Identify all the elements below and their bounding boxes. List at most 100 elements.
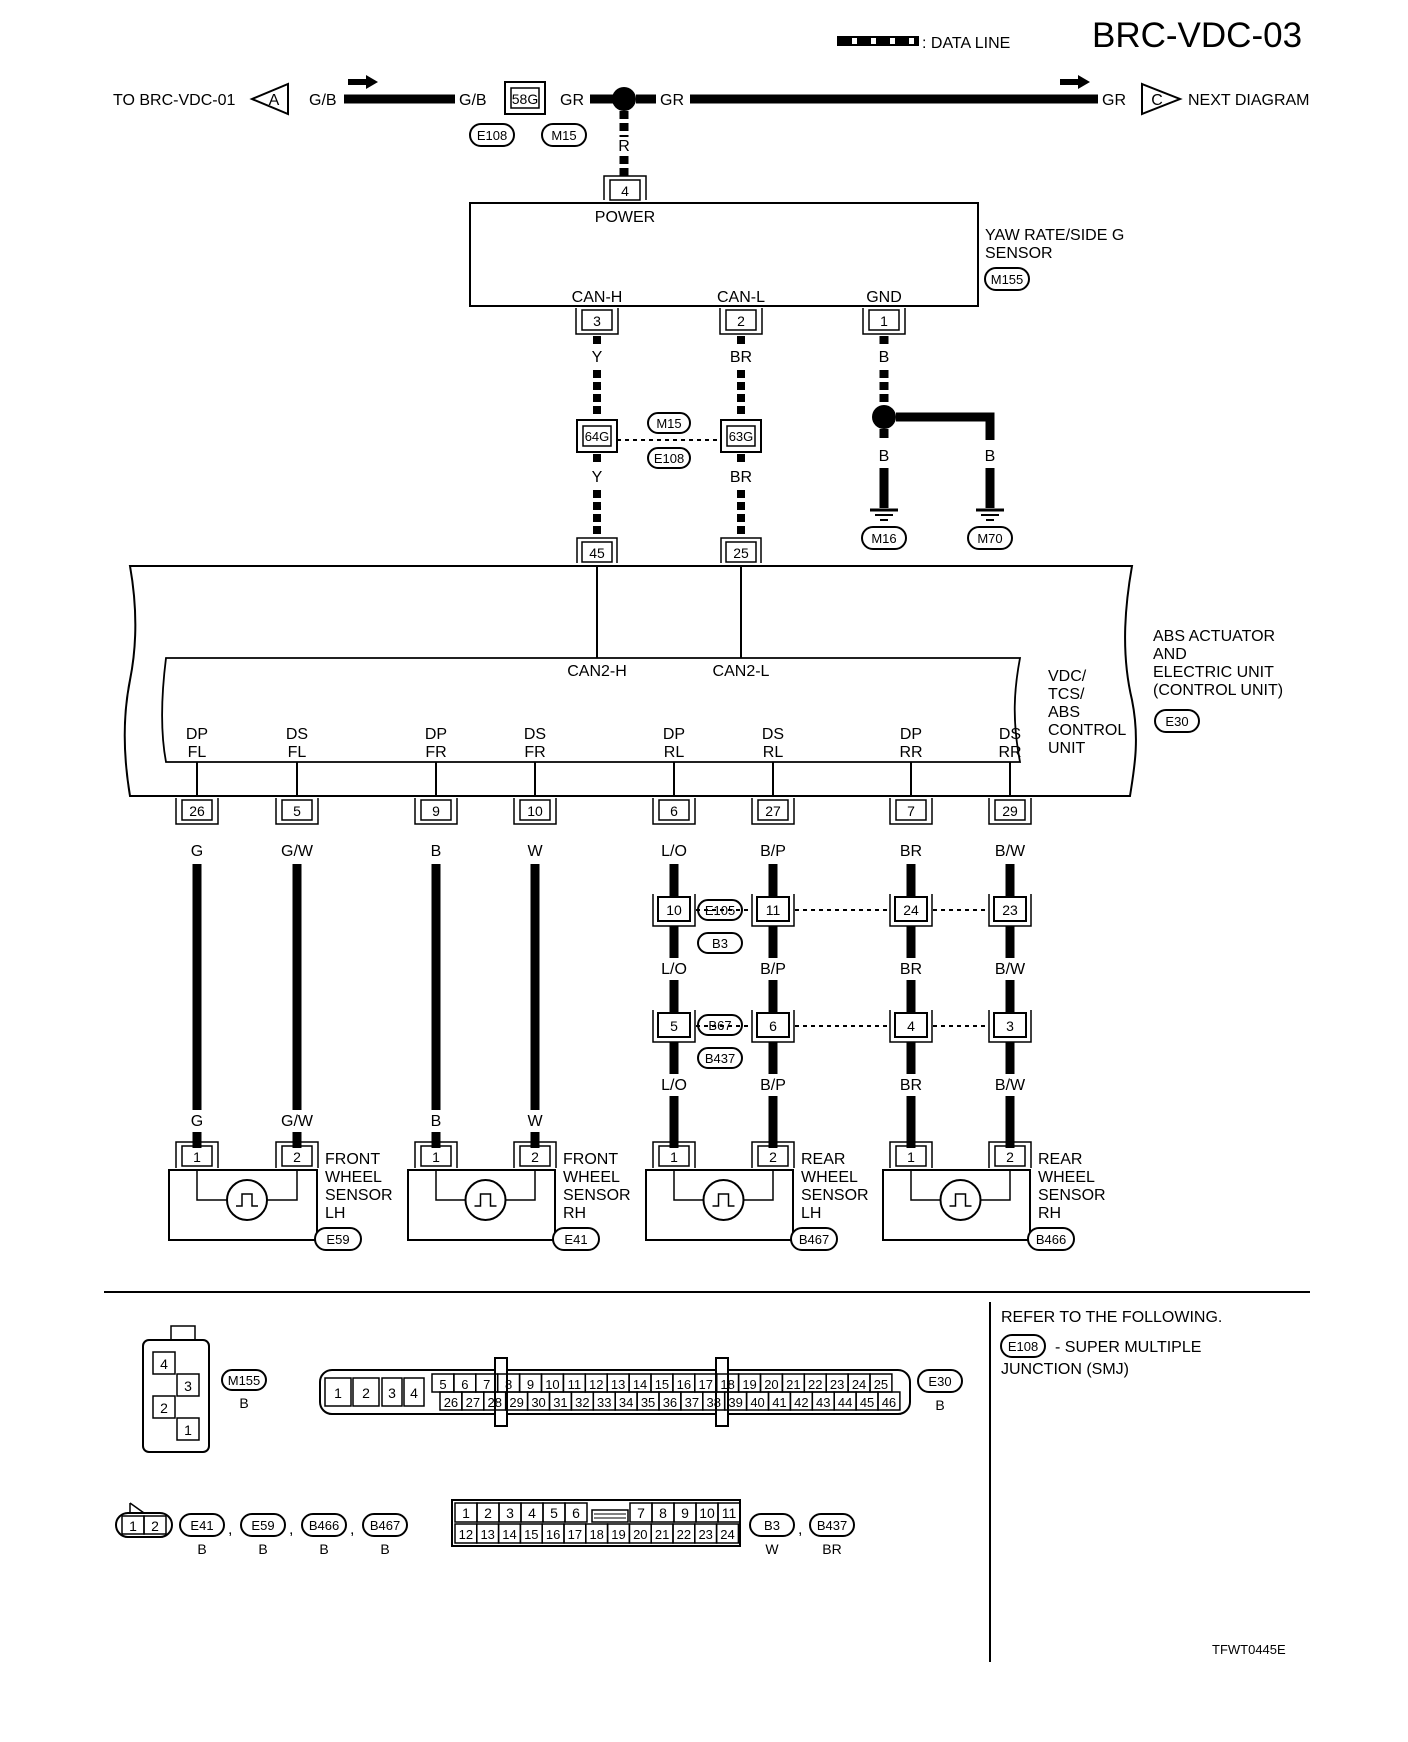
rear-joint-1-pin-3: 3 — [1006, 1018, 1014, 1034]
e30-face-tag: E30 — [928, 1374, 951, 1389]
can-l-label: CAN-L — [717, 289, 765, 306]
figure-code: TFWT0445E — [1212, 1642, 1286, 1657]
sensor-3-name-4: RH — [1038, 1205, 1061, 1222]
m155-pin-4: 4 — [160, 1356, 168, 1372]
e30-pin-9: 9 — [527, 1377, 534, 1392]
e30-pin-3: 3 — [388, 1385, 396, 1401]
wire-color-b-m16: B — [879, 448, 890, 465]
rear-color-low-0: L/O — [661, 1077, 687, 1094]
connector-58g-label: 58G — [512, 91, 538, 107]
e30-pin-4: 4 — [410, 1385, 418, 1401]
to-label: TO BRC-VDC-01 — [113, 92, 235, 109]
rear-joint-connectors: E105 B3 B67 B437 L/OL/OB/PB/PBRBRB/WB/W1… — [652, 864, 1032, 1148]
e30-pin-18: 18 — [720, 1377, 734, 1392]
sensor-3-pin-1: 1 — [907, 1149, 915, 1165]
refer-text-1: - SUPER MULTIPLE — [1055, 1339, 1201, 1356]
ground-symbol-right — [976, 508, 1004, 521]
abs-name-1: ABS ACTUATOR — [1153, 628, 1275, 645]
rear-joint-0-pin-0: 10 — [666, 902, 682, 918]
vdc-label-1: VDC/ — [1048, 668, 1087, 685]
pulse-sensor-icon — [939, 1179, 982, 1221]
connector-c-label: C — [1151, 92, 1163, 109]
abs-pin-9: 9 — [432, 803, 440, 819]
b3-pin-bottom-21: 21 — [655, 1527, 669, 1542]
signal-6-label-1: DP — [900, 726, 922, 743]
data-line-legend: : DATA LINE — [837, 35, 1010, 52]
abs-name-4: (CONTROL UNIT) — [1153, 682, 1283, 699]
e30-pin-24: 24 — [852, 1377, 866, 1392]
tag-m70-label: M70 — [977, 531, 1002, 546]
two-pin-color-3: B — [380, 1541, 389, 1557]
tag-e108-joint — [647, 447, 691, 469]
two-pin-tag-E41: E41 — [190, 1518, 213, 1533]
b3-pin-top-6: 7 — [637, 1505, 645, 1521]
abs-pin-5: 5 — [293, 803, 301, 819]
b3-pin-top-5: 6 — [572, 1505, 580, 1521]
sensor-3-name-3: SENSOR — [1038, 1187, 1106, 1204]
abs-name-3: ELECTRIC UNIT — [1153, 664, 1274, 681]
b3-pin-bottom-24: 24 — [720, 1527, 734, 1542]
m155-pin-3: 3 — [184, 1378, 192, 1394]
vdc-label-5: UNIT — [1048, 740, 1086, 757]
wire-color-y-2: Y — [592, 469, 603, 486]
e30-pin-2: 2 — [362, 1385, 370, 1401]
b3-pin-bottom-15: 15 — [524, 1527, 538, 1542]
two-pin-color-1: B — [258, 1541, 267, 1557]
wire-color-gr-3: GR — [1102, 92, 1126, 109]
rear-joint-0-pin-3: 23 — [1002, 902, 1018, 918]
b3-pin-bottom-20: 20 — [633, 1527, 647, 1542]
e30-face-color: B — [935, 1397, 944, 1413]
pin-can-l: 2 — [737, 313, 745, 329]
e30-pin-28: 28 — [488, 1395, 502, 1410]
e30-pin-1: 1 — [334, 1385, 342, 1401]
signal-4-label-1: DP — [663, 726, 685, 743]
rear-joint-1-pin-0: 5 — [670, 1018, 678, 1034]
wire-color-y: Y — [592, 349, 603, 366]
b3-pin-top-9: 10 — [699, 1505, 715, 1521]
b3-tag-B3: B3 — [764, 1518, 780, 1533]
sensor-0-tag: E59 — [326, 1232, 349, 1247]
refer-text-2: JUNCTION (SMJ) — [1001, 1361, 1129, 1378]
sensor-2-tag: B467 — [799, 1232, 829, 1247]
signal-2-label-2: FR — [425, 744, 446, 761]
can2-h-label: CAN2-H — [567, 663, 627, 680]
pulse-sensor-icon — [464, 1179, 507, 1221]
sensor-1-pin-1: 1 — [432, 1149, 440, 1165]
splice-ground — [872, 405, 896, 429]
tag-m15-label: M15 — [551, 128, 576, 143]
e30-pin-42: 42 — [794, 1395, 808, 1410]
signal-3-label-2: FR — [524, 744, 545, 761]
sensor-2-name-3: SENSOR — [801, 1187, 869, 1204]
b3-pin-bottom-13: 13 — [480, 1527, 494, 1542]
sensor-3-tag: B466 — [1036, 1232, 1066, 1247]
sensor-0-pin-2: 2 — [293, 1149, 301, 1165]
abs-pin-29: 29 — [1002, 803, 1018, 819]
e30-pin-40: 40 — [750, 1395, 764, 1410]
wire-color-br: BR — [730, 349, 752, 366]
sensor-1-name-4: RH — [563, 1205, 586, 1222]
e30-pin-31: 31 — [553, 1395, 567, 1410]
m155-pin-2: 2 — [160, 1400, 168, 1416]
b3-pin-top-8: 9 — [681, 1505, 689, 1521]
two-pin-tag-B467: B467 — [370, 1518, 400, 1533]
tag-b3-label: B3 — [712, 936, 728, 951]
pin-45: 45 — [589, 545, 605, 561]
sensor-0-name-1: FRONT — [325, 1151, 380, 1168]
b3-pin-top-2: 3 — [506, 1505, 514, 1521]
yaw-sensor-name-1: YAW RATE/SIDE G — [985, 227, 1124, 244]
sensor-2-name-4: LH — [801, 1205, 821, 1222]
pulse-sensor-icon — [226, 1179, 268, 1221]
signal-3-label-1: DS — [524, 726, 546, 743]
b3-color-1: BR — [822, 1541, 841, 1557]
tag-b3 — [697, 932, 743, 954]
sensor-1-name-2: WHEEL — [563, 1169, 620, 1186]
signal-7-label-1: DS — [999, 726, 1021, 743]
rear-color-low-2: BR — [900, 1077, 922, 1094]
sensor-0-name-2: WHEEL — [325, 1169, 382, 1186]
sensor-3-name-2: WHEEL — [1038, 1169, 1095, 1186]
m155-pin-1: 1 — [184, 1422, 192, 1438]
e30-pin-35: 35 — [641, 1395, 655, 1410]
wire-color-5: B/P — [760, 843, 786, 860]
sensor-0-name-3: SENSOR — [325, 1187, 393, 1204]
e30-pin-7: 7 — [483, 1377, 490, 1392]
